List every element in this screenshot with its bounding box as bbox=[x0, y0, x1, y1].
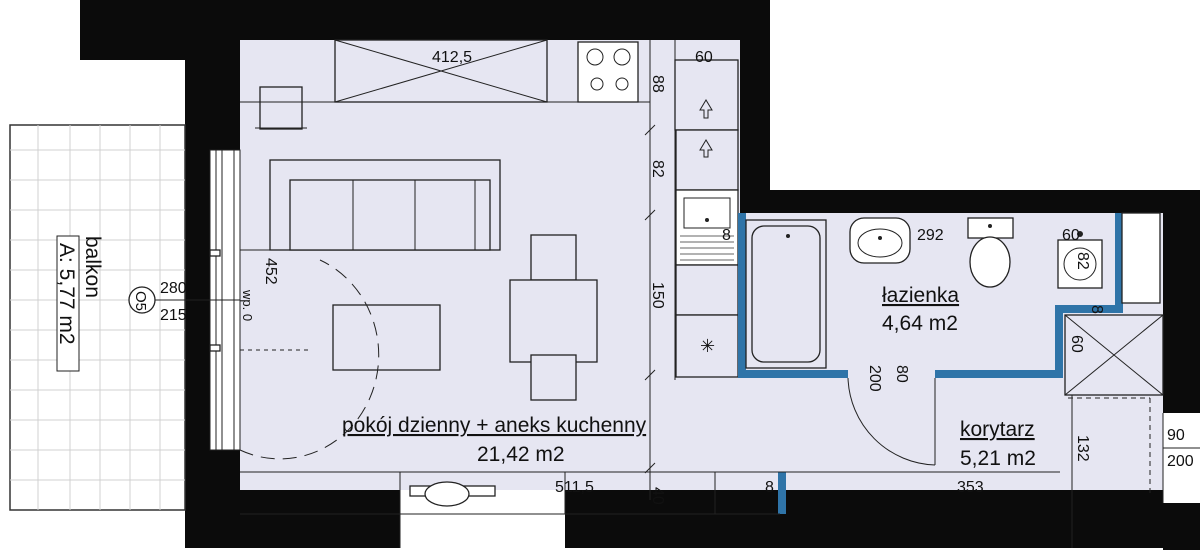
washer-width: 60 bbox=[1062, 227, 1080, 244]
balcony: balkon A: 5,77 m2 O5 280 215 bbox=[9, 124, 240, 511]
fridge-width: 60 bbox=[695, 49, 713, 66]
window-sill-height: wp. 0 bbox=[240, 289, 255, 321]
closet-depth: 60 bbox=[1068, 335, 1085, 353]
bathroom: 8 292 60 40 82 200 80 łazienka 4,64 m2 bbox=[722, 212, 1161, 514]
entry-door-height: 200 bbox=[1167, 453, 1194, 470]
balcony-area: A: 5,77 m2 bbox=[55, 243, 78, 345]
bath-wall-thickness: 8 bbox=[722, 227, 731, 244]
door-threshold bbox=[400, 490, 565, 548]
living-room-area: 21,42 m2 bbox=[477, 443, 565, 466]
living-furniture: 452 wp. 0 bbox=[239, 86, 598, 460]
living-room-name: pokój dzienny + aneks kuchenny bbox=[342, 414, 647, 437]
room-length: 452 bbox=[262, 258, 279, 285]
bottom-wall: 8 bbox=[765, 479, 774, 496]
washer-depth: 82 bbox=[1074, 252, 1091, 270]
bathroom-door-height: 200 bbox=[866, 365, 883, 392]
bath-length: 292 bbox=[917, 227, 944, 244]
window-height: 215 bbox=[160, 307, 187, 324]
bathroom-door-width: 80 bbox=[893, 365, 910, 383]
closet-wall: 8 bbox=[1088, 305, 1105, 314]
corridor-area: 5,21 m2 bbox=[960, 447, 1036, 470]
bottom-depth: 40 bbox=[649, 487, 666, 505]
bathroom-name: łazienka bbox=[882, 284, 959, 307]
kitchen-counter: 412,5 60 88 82 ✳ 150 bbox=[240, 39, 739, 500]
kitchen-length: 412,5 bbox=[432, 49, 472, 66]
fridge-depth: 88 bbox=[649, 75, 666, 93]
corridor-length: 353 bbox=[957, 479, 984, 496]
balcony-name: balkon bbox=[81, 236, 104, 298]
cabinet-depth: 82 bbox=[649, 160, 666, 178]
corridor-closet: 60 8 bbox=[1064, 305, 1164, 396]
window-width: 280 bbox=[160, 280, 187, 297]
bottom-length: 511,5 bbox=[555, 479, 594, 496]
window-tag: O5 bbox=[132, 291, 149, 311]
bathroom-area: 4,64 m2 bbox=[882, 312, 958, 335]
corridor-name: korytarz bbox=[960, 418, 1035, 441]
bottom-dimensions: 511,5 40 8 353 bbox=[240, 471, 1060, 548]
corridor: 132 90 200 korytarz 5,21 m2 bbox=[960, 395, 1200, 548]
counter-length: 150 bbox=[649, 282, 666, 309]
entry-door-width: 90 bbox=[1167, 427, 1185, 444]
corridor-width: 132 bbox=[1074, 435, 1091, 462]
svg-text:✳: ✳ bbox=[700, 336, 715, 356]
